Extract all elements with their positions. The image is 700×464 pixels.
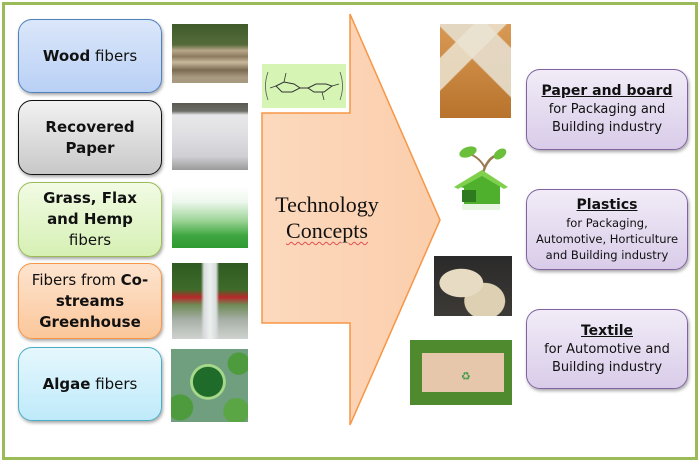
source-greenhouse-costreams: Fibers from Co-streams Greenhouse <box>18 263 162 339</box>
algae-photo <box>171 349 248 422</box>
output-description: for Packaging and Building industry <box>548 102 666 135</box>
output-description: for Packaging, Automotive, Horticulture … <box>535 216 679 262</box>
technology-concepts-label: Technology Concepts <box>262 192 392 244</box>
source-grass-flax-hemp: Grass, Flax and Hemp fibers <box>18 182 162 257</box>
source-label-bold: Grass, Flax and Hemp <box>43 189 137 228</box>
source-label-rest: fibers <box>90 46 138 65</box>
source-label-bold: Algae <box>42 374 91 393</box>
technology-label-line1: Technology <box>275 192 379 217</box>
source-recovered-paper: Recovered Paper <box>18 100 162 175</box>
output-title: Textile <box>580 322 633 339</box>
recycle-icon: ♻ <box>461 370 471 383</box>
output-description: for Automotive and Building industry <box>544 341 670 375</box>
source-algae-fibers: Algae fibers <box>18 347 162 421</box>
cardboard-box-photo: ♻ <box>410 340 512 405</box>
molded-trays-photo <box>440 24 511 118</box>
source-wood-fibers: Wood fibers <box>18 19 162 93</box>
green-house-icon <box>452 140 508 212</box>
greenhouse-photo <box>172 263 248 339</box>
source-label-bold: Co-streams Greenhouse <box>39 270 149 331</box>
wood-logs-photo <box>172 24 248 83</box>
source-label-bold: Recovered Paper <box>45 117 135 157</box>
output-title: Plastics <box>576 197 638 213</box>
source-label-pre: Fibers from <box>31 270 121 289</box>
car-seat-photo <box>434 256 512 316</box>
technology-label-line2: Concepts <box>286 218 368 243</box>
cellulose-structure-drawing <box>265 71 343 101</box>
output-plastics: Plastics for Packaging, Automotive, Hort… <box>526 189 688 270</box>
source-label-rest: fibers <box>90 374 138 393</box>
source-label-bold: Wood <box>42 46 91 65</box>
source-label-rest: fibers <box>68 231 112 249</box>
recovered-paper-bales-photo <box>172 103 248 170</box>
cellulose-structure-icon <box>262 64 346 108</box>
grass-photo <box>172 186 248 248</box>
output-title: Paper and board <box>541 83 673 99</box>
output-textile: Textile for Automotive and Building indu… <box>526 309 688 389</box>
output-paper-and-board: Paper and board for Packaging and Buildi… <box>526 69 688 150</box>
